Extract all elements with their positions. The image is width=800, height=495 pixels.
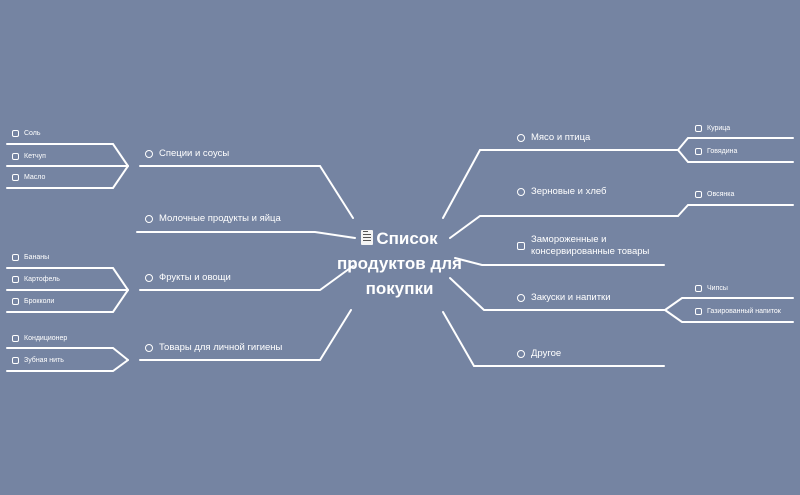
checkbox-icon[interactable] [695, 308, 702, 315]
link-broccoli [6, 289, 129, 313]
topic-frozen[interactable]: Замороженные и консервированные товары [517, 234, 649, 258]
item-label: Брокколи [24, 298, 55, 305]
item-salt[interactable]: Соль [12, 130, 41, 137]
checkbox-icon[interactable] [12, 254, 19, 261]
topic-dairy[interactable]: Молочные продукты и яйца [145, 213, 281, 224]
checkbox-icon[interactable] [517, 187, 525, 196]
topic-label: Специи и соусы [159, 148, 230, 159]
document-list-icon [361, 230, 374, 245]
item-label: Масло [24, 174, 46, 181]
topic-snacks[interactable]: Закуски и напитки [517, 292, 611, 303]
item-ketchup[interactable]: Кетчуп [12, 153, 46, 160]
topic-meat[interactable]: Мясо и птица [517, 132, 590, 143]
link-soda [664, 309, 794, 323]
item-chips[interactable]: Чипсы [695, 285, 728, 292]
topic-other[interactable]: Другое [517, 348, 561, 359]
link-hygiene [139, 309, 352, 361]
item-beef[interactable]: Говядина [695, 148, 737, 155]
topic-label: Мясо и птица [531, 132, 591, 143]
item-label: Кондиционер [24, 335, 68, 342]
topic-label-line2: консервированные товары [531, 246, 650, 257]
topic-hygiene[interactable]: Товары для личной гигиены [145, 342, 282, 353]
topic-grains[interactable]: Зерновые и хлеб [517, 186, 607, 197]
link-meat [442, 149, 679, 219]
item-label: Курица [707, 125, 731, 132]
item-oatmeal[interactable]: Овсянка [695, 191, 734, 198]
checkbox-icon[interactable] [12, 335, 19, 342]
item-floss[interactable]: Зубная нить [12, 357, 64, 364]
topic-spices[interactable]: Специи и соусы [145, 148, 229, 159]
item-label: Картофель [24, 276, 60, 283]
checkbox-icon[interactable] [12, 130, 19, 137]
item-label: Кетчуп [24, 153, 46, 160]
checkbox-icon[interactable] [12, 276, 19, 283]
item-potato[interactable]: Картофель [12, 276, 60, 283]
link-beef [677, 149, 794, 163]
central-topic-line1: Список [376, 229, 438, 248]
checkbox-icon[interactable] [517, 349, 525, 358]
link-spices [139, 165, 354, 219]
topic-label: Фрукты и овощи [159, 272, 231, 283]
item-bananas[interactable]: Бананы [12, 254, 49, 261]
link-other [442, 311, 665, 367]
link-bananas [6, 267, 129, 291]
item-label: Говядина [707, 148, 738, 155]
link-chicken [677, 137, 794, 151]
topic-label: Другое [531, 348, 562, 359]
item-chicken[interactable]: Курица [695, 125, 730, 132]
item-label: Зубная нить [24, 357, 64, 364]
checkbox-icon[interactable] [517, 293, 525, 302]
checkbox-icon[interactable] [145, 343, 153, 352]
item-broccoli[interactable]: Брокколи [12, 298, 54, 305]
central-topic[interactable]: Список продуктов для покупки [322, 226, 477, 301]
link-oil [6, 165, 129, 189]
checkbox-icon[interactable] [517, 133, 525, 142]
checkbox-icon[interactable] [695, 191, 702, 198]
item-label: Газированный напиток [707, 308, 781, 315]
checkbox-icon[interactable] [145, 273, 153, 282]
item-oil[interactable]: Масло [12, 174, 45, 181]
link-conditioner [6, 347, 129, 361]
topic-label: Молочные продукты и яйца [159, 213, 281, 224]
checkbox-icon[interactable] [145, 149, 153, 158]
checkbox-icon[interactable] [12, 357, 19, 364]
central-topic-line3: покупки [365, 279, 434, 298]
central-topic-line2: продуктов для [337, 254, 462, 273]
topic-label: Товары для личной гигиены [159, 342, 283, 353]
item-conditioner[interactable]: Кондиционер [12, 335, 67, 342]
link-frozen [454, 257, 665, 266]
item-label: Соль [24, 130, 41, 137]
topic-fruits[interactable]: Фрукты и овощи [145, 272, 231, 283]
link-oatmeal [677, 204, 794, 217]
link-floss [6, 359, 129, 372]
checkbox-icon[interactable] [12, 174, 19, 181]
checkbox-icon[interactable] [517, 242, 525, 250]
topic-label-line1: Замороженные и [531, 234, 607, 245]
link-grains [449, 215, 679, 239]
checkbox-icon[interactable] [145, 214, 153, 223]
link-chips [664, 297, 794, 311]
checkbox-icon[interactable] [695, 285, 702, 292]
link-snacks [449, 277, 666, 311]
link-fruits [139, 265, 354, 291]
checkbox-icon[interactable] [12, 298, 19, 305]
topic-label: Закуски и напитки [531, 292, 611, 303]
checkbox-icon[interactable] [695, 148, 702, 155]
checkbox-icon[interactable] [695, 125, 702, 132]
checkbox-icon[interactable] [12, 153, 19, 160]
link-dairy [136, 231, 356, 239]
item-label: Чипсы [707, 285, 728, 292]
item-soda[interactable]: Газированный напиток [695, 308, 781, 315]
item-label: Овсянка [707, 191, 735, 198]
topic-label: Зерновые и хлеб [531, 186, 607, 197]
link-salt [6, 143, 129, 167]
item-label: Бананы [24, 254, 50, 261]
